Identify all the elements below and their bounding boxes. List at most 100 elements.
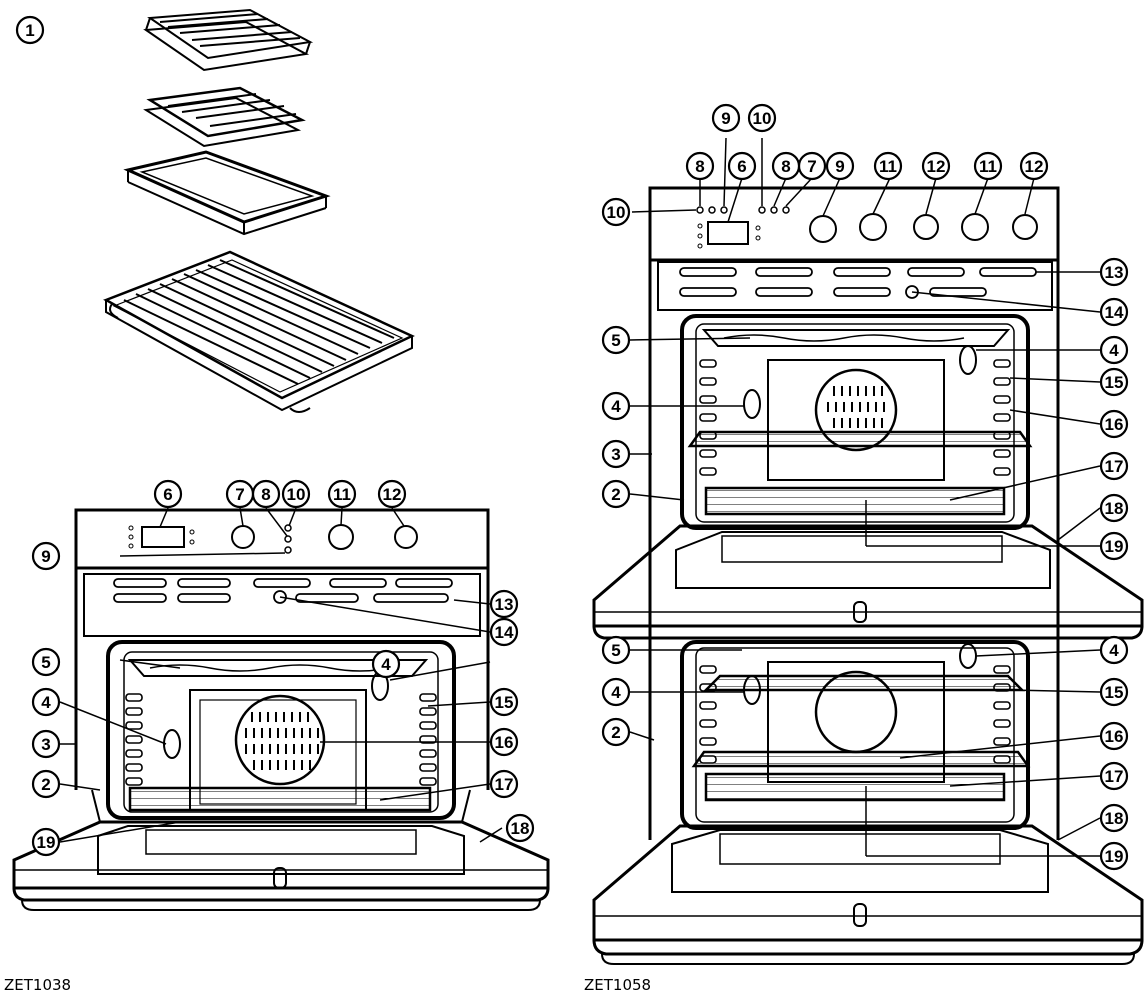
callout-number: 19	[37, 833, 56, 852]
callout-number: 7	[235, 485, 244, 504]
callout-number: 4	[1109, 641, 1119, 660]
callout-double-17: 11	[873, 151, 903, 181]
callout-single-1: 3	[31, 729, 61, 759]
callout-number: 8	[781, 157, 790, 176]
temperature-knob	[394, 525, 418, 549]
callout-single-12: 13	[489, 589, 519, 619]
oven-light-knob	[231, 525, 255, 549]
callout-number: 2	[611, 485, 620, 504]
callout-single-17: 18	[505, 813, 535, 843]
callout-double-10: 7	[797, 151, 827, 181]
callout-single-15: 16	[489, 727, 519, 757]
callout-number: 11	[979, 157, 997, 176]
model-label-single: ZET1038	[4, 976, 71, 994]
callout-number: 10	[753, 109, 772, 128]
callout-single-6: 7	[225, 479, 255, 509]
model-label-double: ZET1058	[584, 976, 651, 994]
callout-number: 3	[611, 445, 620, 464]
callout-number: 7	[807, 157, 816, 176]
callout-number: 15	[1105, 373, 1124, 392]
callout-double-20: 12	[1019, 151, 1049, 181]
callout-single-14: 15	[489, 687, 519, 717]
callout-double-4: 4	[601, 391, 631, 421]
callout-number: 13	[495, 595, 514, 614]
callout-number: 15	[1105, 683, 1124, 702]
oven-door	[12, 820, 550, 890]
double-wall-oven	[592, 186, 1144, 965]
callout-number: 5	[611, 641, 620, 660]
callout-number: 19	[1105, 847, 1124, 866]
mode-selector-knob	[328, 524, 354, 550]
control-panel-double	[648, 186, 1060, 262]
callout-number: 4	[611, 683, 621, 702]
callout-single-10: 11	[327, 479, 357, 509]
callout-number: 16	[495, 733, 514, 752]
callout-double-8: 5	[601, 635, 631, 665]
callout-single-2: 4	[371, 649, 401, 679]
callout-number: 1	[25, 21, 34, 40]
display	[141, 526, 185, 548]
callout-double-6: 4	[601, 677, 631, 707]
callout-double-27: 17	[1099, 451, 1129, 481]
callout-number: 8	[695, 157, 704, 176]
callout-double-22: 14	[1099, 297, 1129, 327]
callout-number: 9	[41, 547, 50, 566]
callout-number: 13	[1105, 263, 1124, 282]
callout-number: 14	[495, 623, 514, 642]
callout-double-12: 8	[771, 151, 801, 181]
oven-cavity	[106, 640, 456, 820]
callout-number: 6	[737, 157, 746, 176]
oven-rack-large	[103, 250, 415, 413]
callout-double-31: 19	[1099, 531, 1129, 561]
callout-double-19: 12	[921, 151, 951, 181]
callout-number: 16	[1105, 727, 1124, 746]
callout-number: 4	[611, 397, 621, 416]
callout-number: 6	[163, 485, 172, 504]
callout-single-11: 12	[377, 479, 407, 509]
callout-number: 18	[1105, 809, 1124, 828]
callout-single-3: 4	[31, 687, 61, 717]
callout-double-32: 19	[1099, 841, 1129, 871]
callout-number: 16	[1105, 415, 1124, 434]
callout-number: 15	[495, 693, 514, 712]
callout-number: 18	[511, 819, 530, 838]
convection-fan	[234, 694, 326, 786]
callout-number: 5	[41, 653, 50, 672]
callout-single-9: 10	[281, 479, 311, 509]
callout-single-5: 6	[153, 479, 183, 509]
callout-number: 8	[261, 485, 270, 504]
callout-double-23: 15	[1099, 367, 1129, 397]
callout-double-7: 5	[601, 325, 631, 355]
callout-number: 4	[381, 655, 391, 674]
callout-single-4: 5	[31, 647, 61, 677]
callout-double-26: 16	[1099, 721, 1129, 751]
control-panel	[74, 508, 490, 570]
broiler-pan	[123, 150, 331, 236]
callout-double-9: 6	[727, 151, 757, 181]
callout-number: 17	[495, 775, 514, 794]
callout-number: 17	[1105, 457, 1124, 476]
callout-double-0: 2	[601, 479, 631, 509]
callout-single-16: 17	[489, 769, 519, 799]
callout-double-5: 4	[1099, 635, 1129, 665]
callout-number: 9	[721, 109, 730, 128]
callout-number: 11	[333, 485, 351, 504]
oven-rack-top	[143, 8, 314, 72]
callout-double-29: 18	[1099, 493, 1129, 523]
callout-single-18: 19	[31, 827, 61, 857]
callout-double-1: 2	[601, 717, 631, 747]
callout-number: 11	[879, 157, 897, 176]
callout-single-8: 9	[31, 541, 61, 571]
callout-double-13: 9	[711, 103, 741, 133]
callout-double-25: 16	[1099, 409, 1129, 439]
callout-number: 10	[607, 203, 626, 222]
callout-number: 4	[41, 693, 51, 712]
callout-double-30: 18	[1099, 803, 1129, 833]
callout-number: 9	[835, 157, 844, 176]
callout-number: 5	[611, 331, 620, 350]
callout-number: 18	[1105, 499, 1124, 518]
callout-double-24: 15	[1099, 677, 1129, 707]
callout-single-13: 14	[489, 617, 519, 647]
